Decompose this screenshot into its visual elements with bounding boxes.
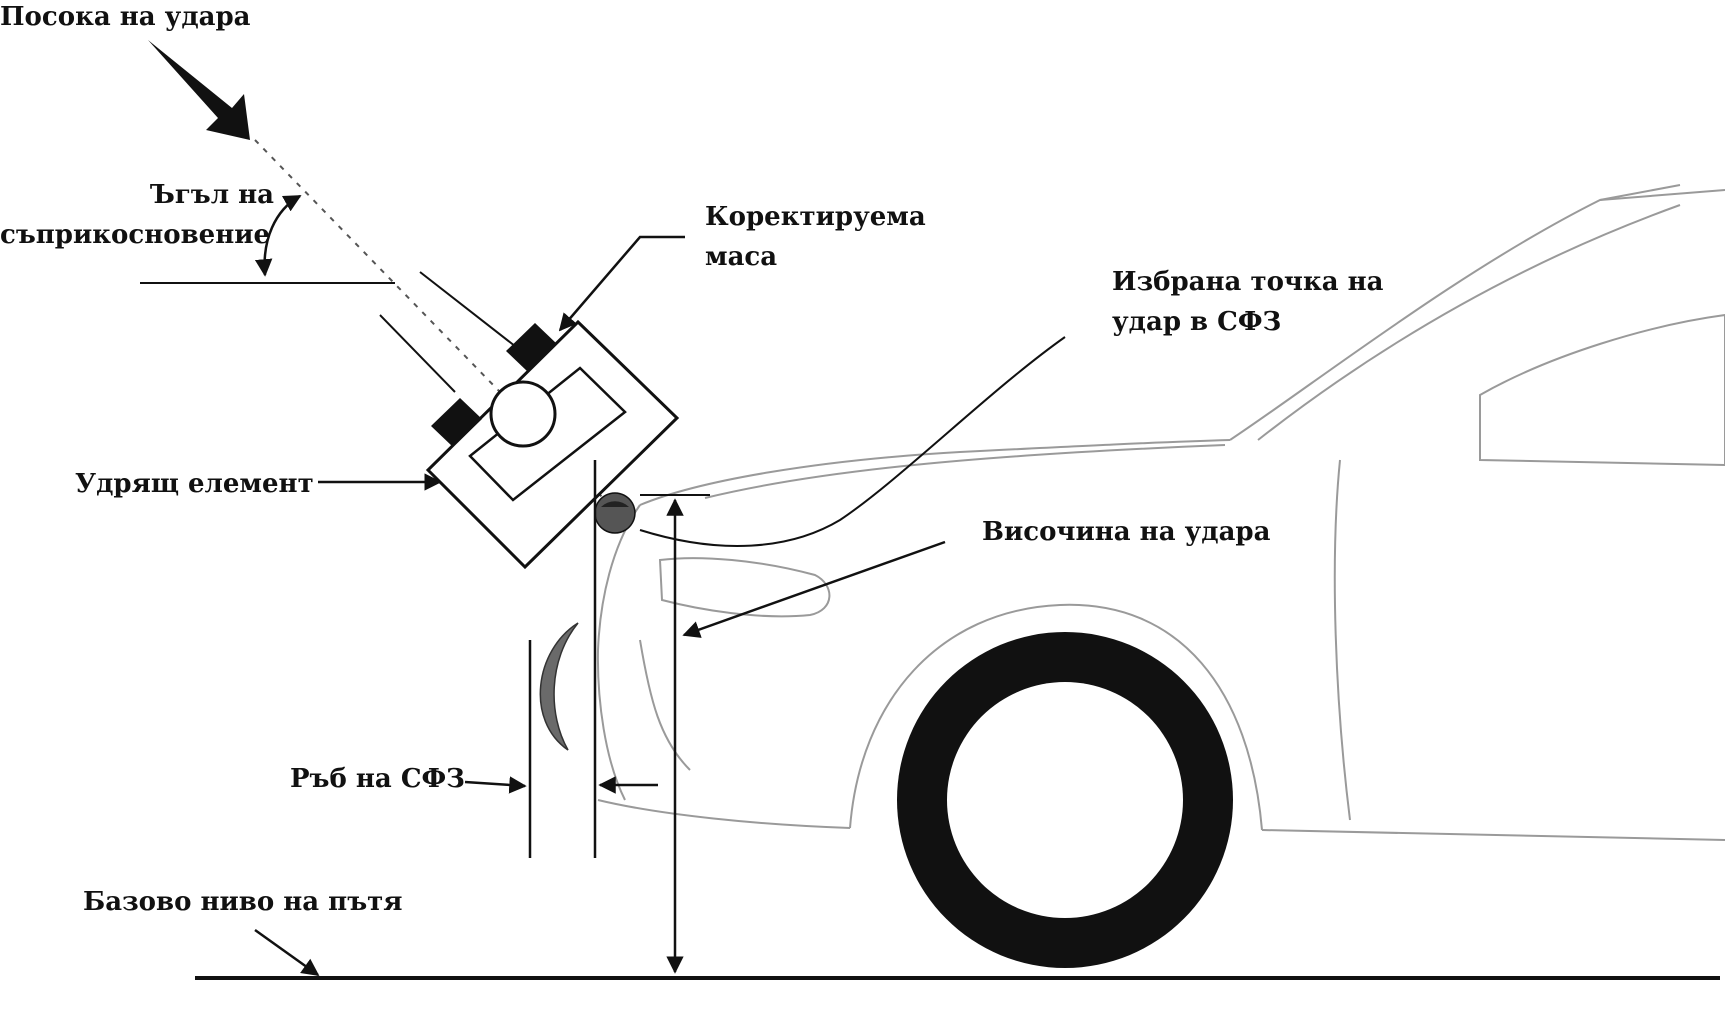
- impactor-body: [425, 319, 680, 570]
- bumper-edge-crescent: [539, 622, 579, 751]
- a-pillar: [1257, 204, 1681, 441]
- bumper-lower: [597, 799, 851, 829]
- impact-point-marker: [594, 492, 636, 534]
- label-impactor: Удрящ елемент: [75, 469, 314, 499]
- impact-direction-arrow: [148, 40, 250, 140]
- door-line: [1333, 459, 1351, 821]
- label-adjustable-mass-2: маса: [705, 242, 777, 272]
- label-road-level: Базово ниво на пътя: [83, 887, 402, 917]
- grille: [639, 639, 691, 771]
- rim: [947, 682, 1183, 918]
- impact-height-pointer: [682, 540, 946, 638]
- wheel-arch: [849, 603, 1263, 831]
- hood-crease: [704, 444, 1226, 499]
- headlamp: [658, 557, 831, 618]
- windshield: [1229, 184, 1681, 441]
- wheel: [897, 632, 1233, 968]
- impactor-guide-1: [419, 271, 521, 351]
- impact-point-half: [601, 501, 629, 507]
- road-level-pointer: [254, 928, 320, 977]
- label-selected-point-1: Избрана точка на: [1112, 267, 1384, 297]
- selected-point-leader: [639, 336, 1066, 547]
- front-fascia: [596, 504, 641, 801]
- side-window: [1479, 313, 1725, 467]
- impactor-guide-2: [379, 314, 456, 393]
- label-selected-point-2: удар в СФЗ: [1112, 307, 1281, 337]
- adjustable-mass-block-2: [431, 398, 482, 447]
- label-sfz-edge: Ръб на СФЗ: [290, 764, 465, 794]
- label-adjustable-mass-1: Коректируема: [705, 202, 926, 232]
- impactor: [379, 271, 680, 570]
- adjustable-mass-block-1: [506, 323, 557, 372]
- angle-arc: [254, 194, 302, 277]
- label-contact-angle-2: съприкосновение: [0, 220, 270, 250]
- label-contact-angle-1: Ъгъл на: [150, 180, 274, 210]
- sill-line: [1261, 829, 1725, 841]
- impactor-mass-center: [489, 380, 557, 448]
- roof-line: [1599, 189, 1725, 201]
- label-impact-height: Височина на удара: [982, 517, 1271, 547]
- adjustable-mass-pointer: [558, 235, 685, 332]
- hood-line: [639, 439, 1231, 506]
- label-impact-direction: Посока на удара: [0, 2, 251, 32]
- sfz-edge-arrow-left: [464, 776, 527, 794]
